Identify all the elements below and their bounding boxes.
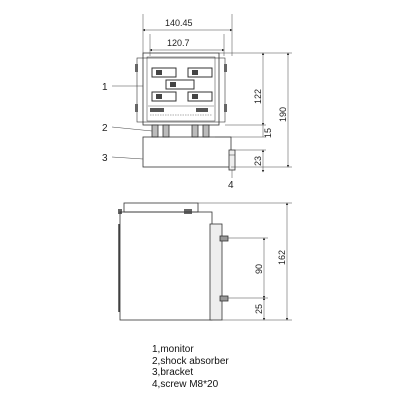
dim-bottom-offset: 25	[254, 304, 264, 314]
legend-item-screw: 4,screw M8*20	[152, 378, 219, 390]
callout-2: 2	[102, 123, 108, 134]
side-view	[118, 202, 229, 321]
legend-item-bracket: 3,bracket	[152, 367, 194, 378]
callout-1: 1	[102, 82, 108, 93]
side-view-dimensions	[198, 202, 292, 321]
dim-screw-height: 23	[253, 156, 263, 166]
shock-absorbers	[151, 124, 210, 138]
legend-item-monitor: 1,monitor	[152, 344, 194, 355]
front-view	[135, 52, 236, 171]
side-right-plate	[209, 223, 223, 321]
dim-side-total-height: 162	[277, 250, 287, 265]
side-main-body	[119, 211, 213, 321]
dim-hole-spacing: 90	[254, 264, 264, 274]
side-screw-bottom	[219, 295, 229, 302]
dim-inner-width: 120.7	[167, 38, 190, 48]
bracket	[142, 136, 232, 168]
parts-legend: 1,monitor 2,shock absorber 3,bracket 4,s…	[152, 344, 229, 390]
dim-total-height: 190	[278, 107, 288, 122]
dim-absorber-height: 15	[263, 128, 273, 138]
monitor-body	[142, 52, 220, 126]
display-window-2	[187, 67, 213, 78]
display-window-4	[151, 91, 177, 102]
front-view-dimensions	[111, 14, 292, 178]
display-window-1	[151, 67, 177, 78]
dim-monitor-height: 122	[253, 89, 263, 104]
display-window-3	[165, 79, 195, 90]
monitor-front-panel	[146, 56, 216, 122]
monitor-top-flange	[136, 57, 226, 123]
dim-overall-width: 140.45	[165, 18, 193, 28]
display-window-5	[187, 91, 213, 102]
callout-3: 3	[102, 153, 108, 164]
callout-4: 4	[228, 180, 234, 191]
side-screw-top	[219, 235, 229, 242]
legend-item-shock-absorber: 2,shock absorber	[152, 355, 229, 367]
